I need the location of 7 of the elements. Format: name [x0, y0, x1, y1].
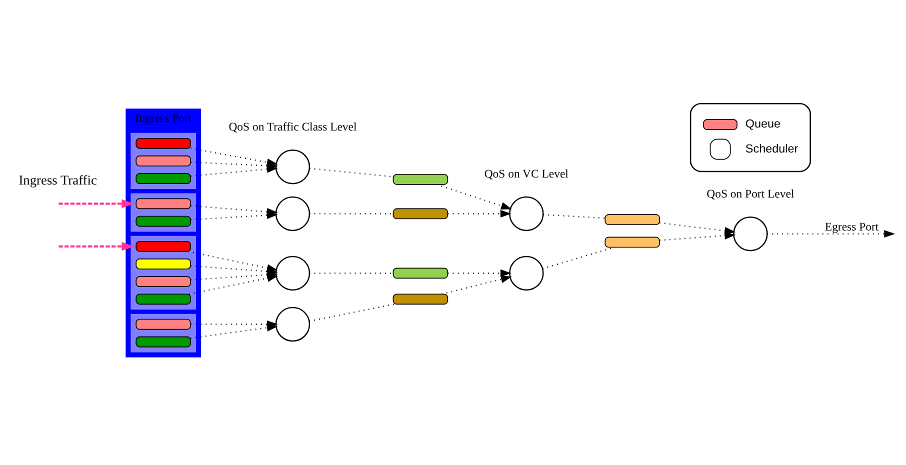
legend-label: Queue: [745, 117, 781, 130]
legend-label: Scheduler: [745, 142, 798, 155]
label: QoS on Traffic Class Level: [228, 120, 357, 134]
edge-label: Egress Port: [824, 220, 879, 234]
label: QoS on VC Level: [484, 166, 568, 180]
label: QoS on Port Level: [706, 187, 794, 200]
label: Ingress Traffic: [18, 172, 97, 187]
